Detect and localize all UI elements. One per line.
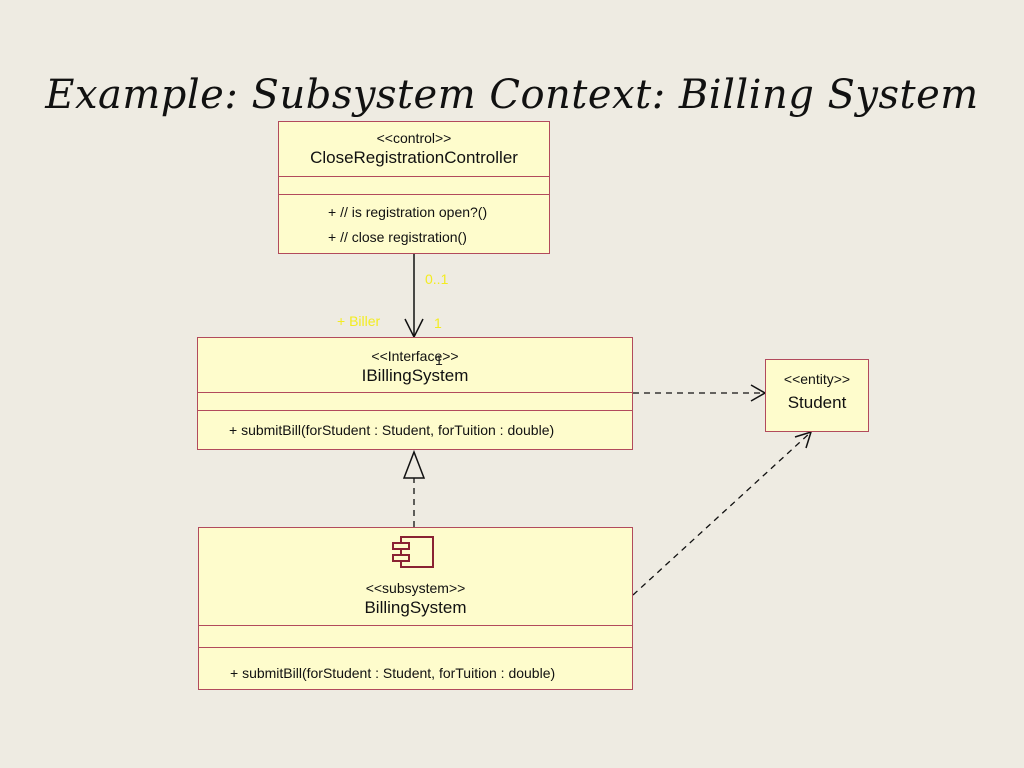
interface-name: IBillingSystem bbox=[361, 366, 469, 385]
subsystem-name: BillingSystem bbox=[364, 598, 467, 617]
subsystem-operation: + submitBill(forStudent : Student, forTu… bbox=[230, 665, 556, 681]
interface-stereotype: <<Interface>> bbox=[371, 348, 459, 364]
role-name-label: + Biller bbox=[337, 313, 381, 329]
subsystem-stereotype: <<subsystem>> bbox=[365, 580, 466, 596]
student-entity[interactable]: <<entity>> Student bbox=[765, 359, 869, 432]
student-name: Student bbox=[787, 393, 847, 412]
interface-class[interactable]: <<Interface>> IBillingSystem + submitBil… bbox=[197, 337, 633, 450]
overlap-multiplicity-label: 1 bbox=[435, 352, 443, 368]
controller-operation: + // close registration() bbox=[328, 229, 467, 245]
interface-operation: + submitBill(forStudent : Student, forTu… bbox=[229, 422, 555, 438]
controller-class[interactable]: <<control>> CloseRegistrationController … bbox=[278, 121, 550, 254]
subsystem-class[interactable]: <<subsystem>> BillingSystem + submitBill… bbox=[198, 527, 633, 690]
component-icon bbox=[392, 536, 434, 568]
controller-name: CloseRegistrationController bbox=[310, 148, 518, 167]
dependency-arrowhead-2 bbox=[794, 430, 813, 449]
realization-triangle bbox=[402, 449, 426, 479]
controller-stereotype: <<control>> bbox=[376, 130, 452, 146]
multiplicity-target-label: 1 bbox=[434, 315, 442, 331]
dependency-subsystem-student bbox=[632, 431, 812, 596]
page-title: Example: Subsystem Context: Billing Syst… bbox=[45, 72, 979, 118]
student-stereotype: <<entity>> bbox=[783, 371, 851, 387]
multiplicity-source-label: 0..1 bbox=[425, 271, 449, 287]
controller-operation: + // is registration open?() bbox=[328, 204, 488, 220]
